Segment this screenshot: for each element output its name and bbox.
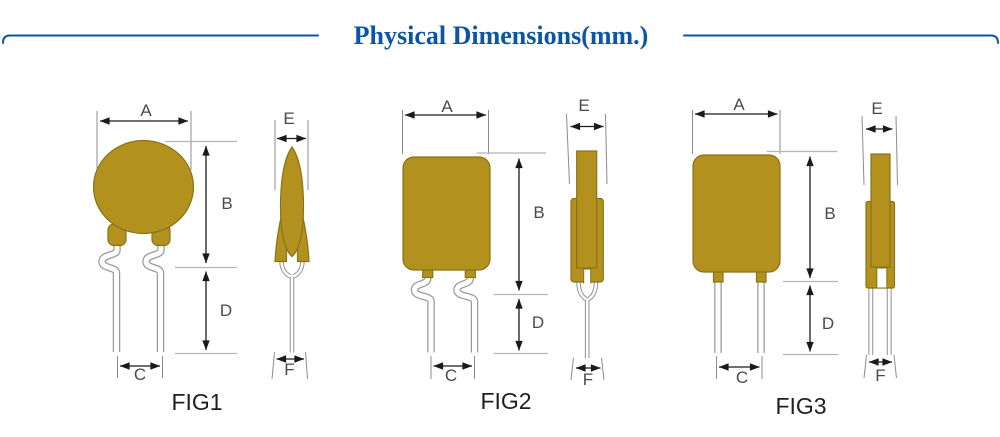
fig3-side-element-tab [870, 153, 891, 268]
fig2-dim-label-a: A [441, 97, 453, 116]
fig2-lead-left-fill [411, 270, 434, 353]
fig2-front-view: A B D C [402, 97, 548, 385]
header-rule-right [683, 34, 999, 44]
fig1-dim-label-c: C [134, 365, 146, 384]
fig2-dim-e-ext-left [566, 113, 570, 185]
fig3-group: A B D C [692, 95, 898, 419]
fig2-dim-e-ext-right [605, 113, 608, 185]
fig3-rect-body [692, 154, 781, 273]
fig3-dim-d: D [806, 285, 834, 352]
fig1-dim-label-b: B [221, 194, 232, 213]
fig1-disc-body [92, 139, 195, 235]
fig1-side-lead-left-fill [280, 259, 292, 278]
fig2-dim-b: B [515, 158, 545, 291]
fig3-dim-label-c: C [736, 368, 748, 387]
fig3-dim-label-b: B [824, 204, 835, 223]
fig2-dim-f-ext-left [570, 357, 574, 381]
fig3-dim-label-e: E [871, 99, 882, 118]
fig3-dim-e-ext-left [861, 115, 865, 186]
fig1-side-lead-right-fill [292, 259, 304, 278]
fig2-dim-c: C [430, 356, 475, 385]
fig3-dim-label-a: A [733, 95, 745, 114]
fig1-lead-left-fill [99, 244, 120, 352]
fig3-dim-e-ext-right [895, 115, 898, 186]
fig3-dim-a: A [692, 95, 781, 154]
fig1-dim-b: B [202, 145, 233, 264]
fig3-front-view: A B D C [692, 95, 838, 387]
fig1-dim-a: A [96, 101, 192, 170]
fig3-dim-f-ext-left [863, 354, 867, 379]
fig2-dim-f: F [570, 357, 605, 389]
fig3-dim-e: E [861, 99, 898, 186]
fig3-dim-f-ext-right [893, 354, 897, 379]
fig1-group: A B D C [92, 101, 310, 415]
fig3-dim-b: B [806, 156, 836, 279]
fig1-dim-f-ext-left [271, 351, 275, 380]
fig2-dim-d: D [515, 298, 544, 351]
header: Physical Dimensions(mm.) [2, 21, 999, 50]
fig2-dim-a: A [402, 97, 489, 154]
fig1-dim-label-f: F [284, 360, 294, 379]
fig3-dim-f: F [863, 354, 897, 385]
fig1-dim-label-d: D [220, 301, 232, 320]
fig1-dim-c: C [117, 356, 163, 384]
fig1-side-view: E F [271, 109, 310, 380]
fig1-side-disc-edge [279, 145, 305, 258]
fig2-lead-right-fill [454, 270, 477, 353]
fig1-lead-right-fill [143, 244, 164, 352]
fig2-side-bottom-slot [583, 268, 592, 284]
page-title: Physical Dimensions(mm.) [354, 21, 649, 50]
fig3-side-view: E F [861, 99, 898, 385]
fig2-dim-label-b: B [533, 203, 544, 222]
fig2-side-lead-left-fill [577, 281, 588, 301]
fig1-dim-f: F [271, 351, 308, 380]
fig3-caption: FIG3 [775, 393, 826, 419]
fig2-side-element-tab [576, 150, 598, 269]
fig3-side-bottom-slot [876, 267, 888, 288]
fig3-dim-label-d: D [822, 314, 834, 333]
fig1-front-view: A B D C [92, 101, 237, 384]
fig1-caption: FIG1 [171, 389, 222, 415]
fig3-dim-label-f: F [875, 366, 885, 385]
fig1-dim-e: E [274, 109, 309, 190]
fig3-dim-c: C [716, 356, 763, 387]
fig2-rect-body [402, 156, 491, 271]
fig2-dim-f-ext-right [601, 357, 605, 381]
fig2-side-view: E F [566, 96, 608, 389]
fig1-dim-label-e: E [283, 109, 294, 128]
fig1-dim-d: D [202, 271, 232, 351]
fig2-caption: FIG2 [480, 388, 531, 414]
fig2-dim-label-f: F [583, 370, 593, 389]
fig2-group: A B D C [402, 96, 608, 414]
header-rule-left [2, 34, 319, 44]
fig2-dim-label-e: E [578, 96, 589, 115]
fig1-dim-f-ext-right [305, 351, 308, 380]
fig1-dim-label-a: A [140, 101, 152, 120]
fig2-dim-label-c: C [445, 366, 457, 385]
fig2-dim-e: E [566, 96, 608, 185]
fig2-dim-label-d: D [532, 313, 544, 332]
fig2-side-lead-right-fill [587, 281, 598, 301]
